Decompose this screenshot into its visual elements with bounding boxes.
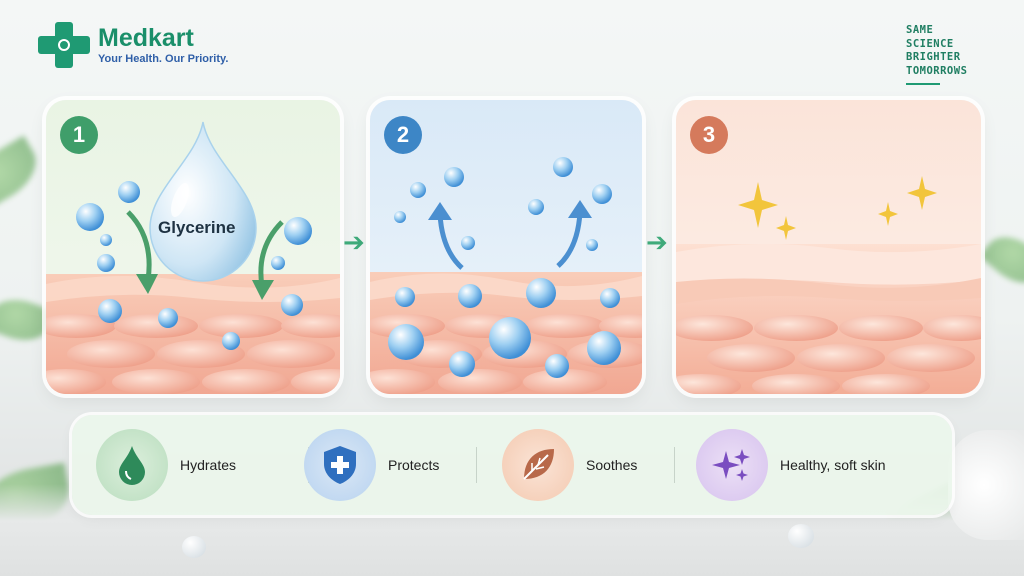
brand-logo: Medkart Your Health. Our Priority. — [38, 22, 228, 68]
medical-cross-icon — [38, 22, 90, 68]
benefit-label: Soothes — [586, 457, 638, 473]
divider — [674, 447, 675, 483]
moisture-bubbles — [388, 157, 621, 378]
slogan: SAME SCIENCE BRIGHTER TOMORROWS — [906, 24, 967, 85]
benefit-protects: Protects — [304, 429, 439, 501]
step-number-badge: 1 — [60, 116, 98, 154]
moisture-bubbles — [76, 181, 312, 350]
benefit-label: Hydrates — [180, 457, 237, 473]
absorb-arrow-icon — [252, 220, 284, 300]
skin-layer-illustration — [46, 254, 340, 394]
sparkles-icon — [696, 429, 768, 501]
slogan-line: BRIGHTER — [906, 51, 961, 63]
background-leaf — [0, 135, 47, 211]
water-droplet — [182, 536, 206, 558]
benefit-healthy-skin: Healthy, soft skin — [696, 429, 886, 501]
brand-name: Medkart — [98, 24, 194, 52]
water-droplet — [788, 524, 814, 548]
absorb-arrow-icon — [126, 210, 158, 294]
skin-layer-illustration — [676, 234, 981, 394]
step-number-badge: 3 — [690, 116, 728, 154]
slogan-line: SCIENCE — [906, 37, 954, 50]
shield-plus-icon — [304, 429, 376, 501]
slogan-underline — [906, 83, 940, 85]
step-number-badge: 2 — [384, 116, 422, 154]
brand-tagline: Your Health. Our Priority. — [98, 53, 229, 65]
sparkle-icon — [738, 176, 937, 240]
glycerine-drop-icon — [149, 121, 257, 282]
flow-arrow-icon: ➔ — [343, 227, 365, 257]
slogan-line: TOMORROWS — [906, 64, 968, 77]
benefit-label: Protects — [388, 457, 440, 473]
slogan-line: SAME — [906, 24, 934, 36]
step-panel-3: 3 — [676, 100, 981, 394]
benefit-label: Healthy, soft skin — [780, 457, 886, 473]
rising-arrow-icon — [428, 202, 464, 270]
flow-arrow-icon: ➔ — [646, 227, 668, 257]
water-drop-icon — [96, 429, 168, 501]
leaf-icon — [502, 429, 574, 501]
step-panel-2: 2 — [370, 100, 642, 394]
glycerine-label: Glycerine — [158, 218, 236, 237]
rising-arrow-icon — [556, 200, 592, 268]
benefit-hydrates: Hydrates — [96, 429, 236, 501]
benefit-soothes: Soothes — [502, 429, 637, 501]
background-leaf — [979, 225, 1024, 295]
towel — [948, 430, 1024, 540]
benefits-bar: Hydrates Protects Soothes Healthy, soft … — [72, 415, 952, 515]
step-panel-1: 1 Glycerine — [46, 100, 340, 394]
divider — [476, 447, 477, 483]
